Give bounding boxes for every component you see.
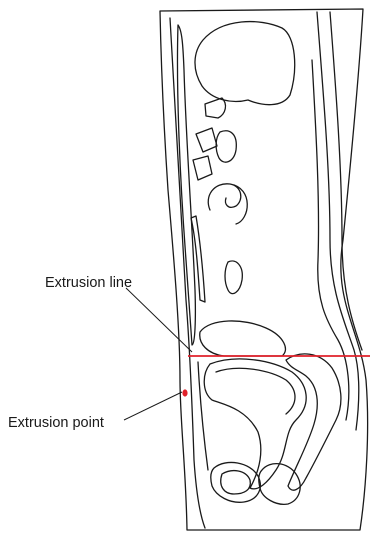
small-block-4 xyxy=(216,131,236,162)
hook-structure xyxy=(208,184,247,224)
small-block-3 xyxy=(193,156,212,180)
bottom-organ-left-inner xyxy=(221,471,251,494)
extrusion-line-leader xyxy=(126,288,192,352)
right-small-organ xyxy=(225,261,242,294)
posterior-line-outer xyxy=(317,12,359,430)
small-block-2 xyxy=(196,128,217,152)
posterior-line-inner xyxy=(330,12,362,350)
extrusion-point-leader xyxy=(124,392,182,420)
lower-loop xyxy=(204,359,306,489)
extrusion-point-label: Extrusion point xyxy=(8,416,104,431)
extrusion-line-label: Extrusion line xyxy=(45,276,132,291)
extrusion-point-marker xyxy=(182,389,187,396)
middle-organ xyxy=(200,321,286,356)
lower-loop-inner xyxy=(216,368,295,414)
upper-organ xyxy=(195,22,295,105)
perineum-line xyxy=(198,362,208,470)
small-block-1 xyxy=(205,98,225,118)
body-outline xyxy=(160,9,368,530)
